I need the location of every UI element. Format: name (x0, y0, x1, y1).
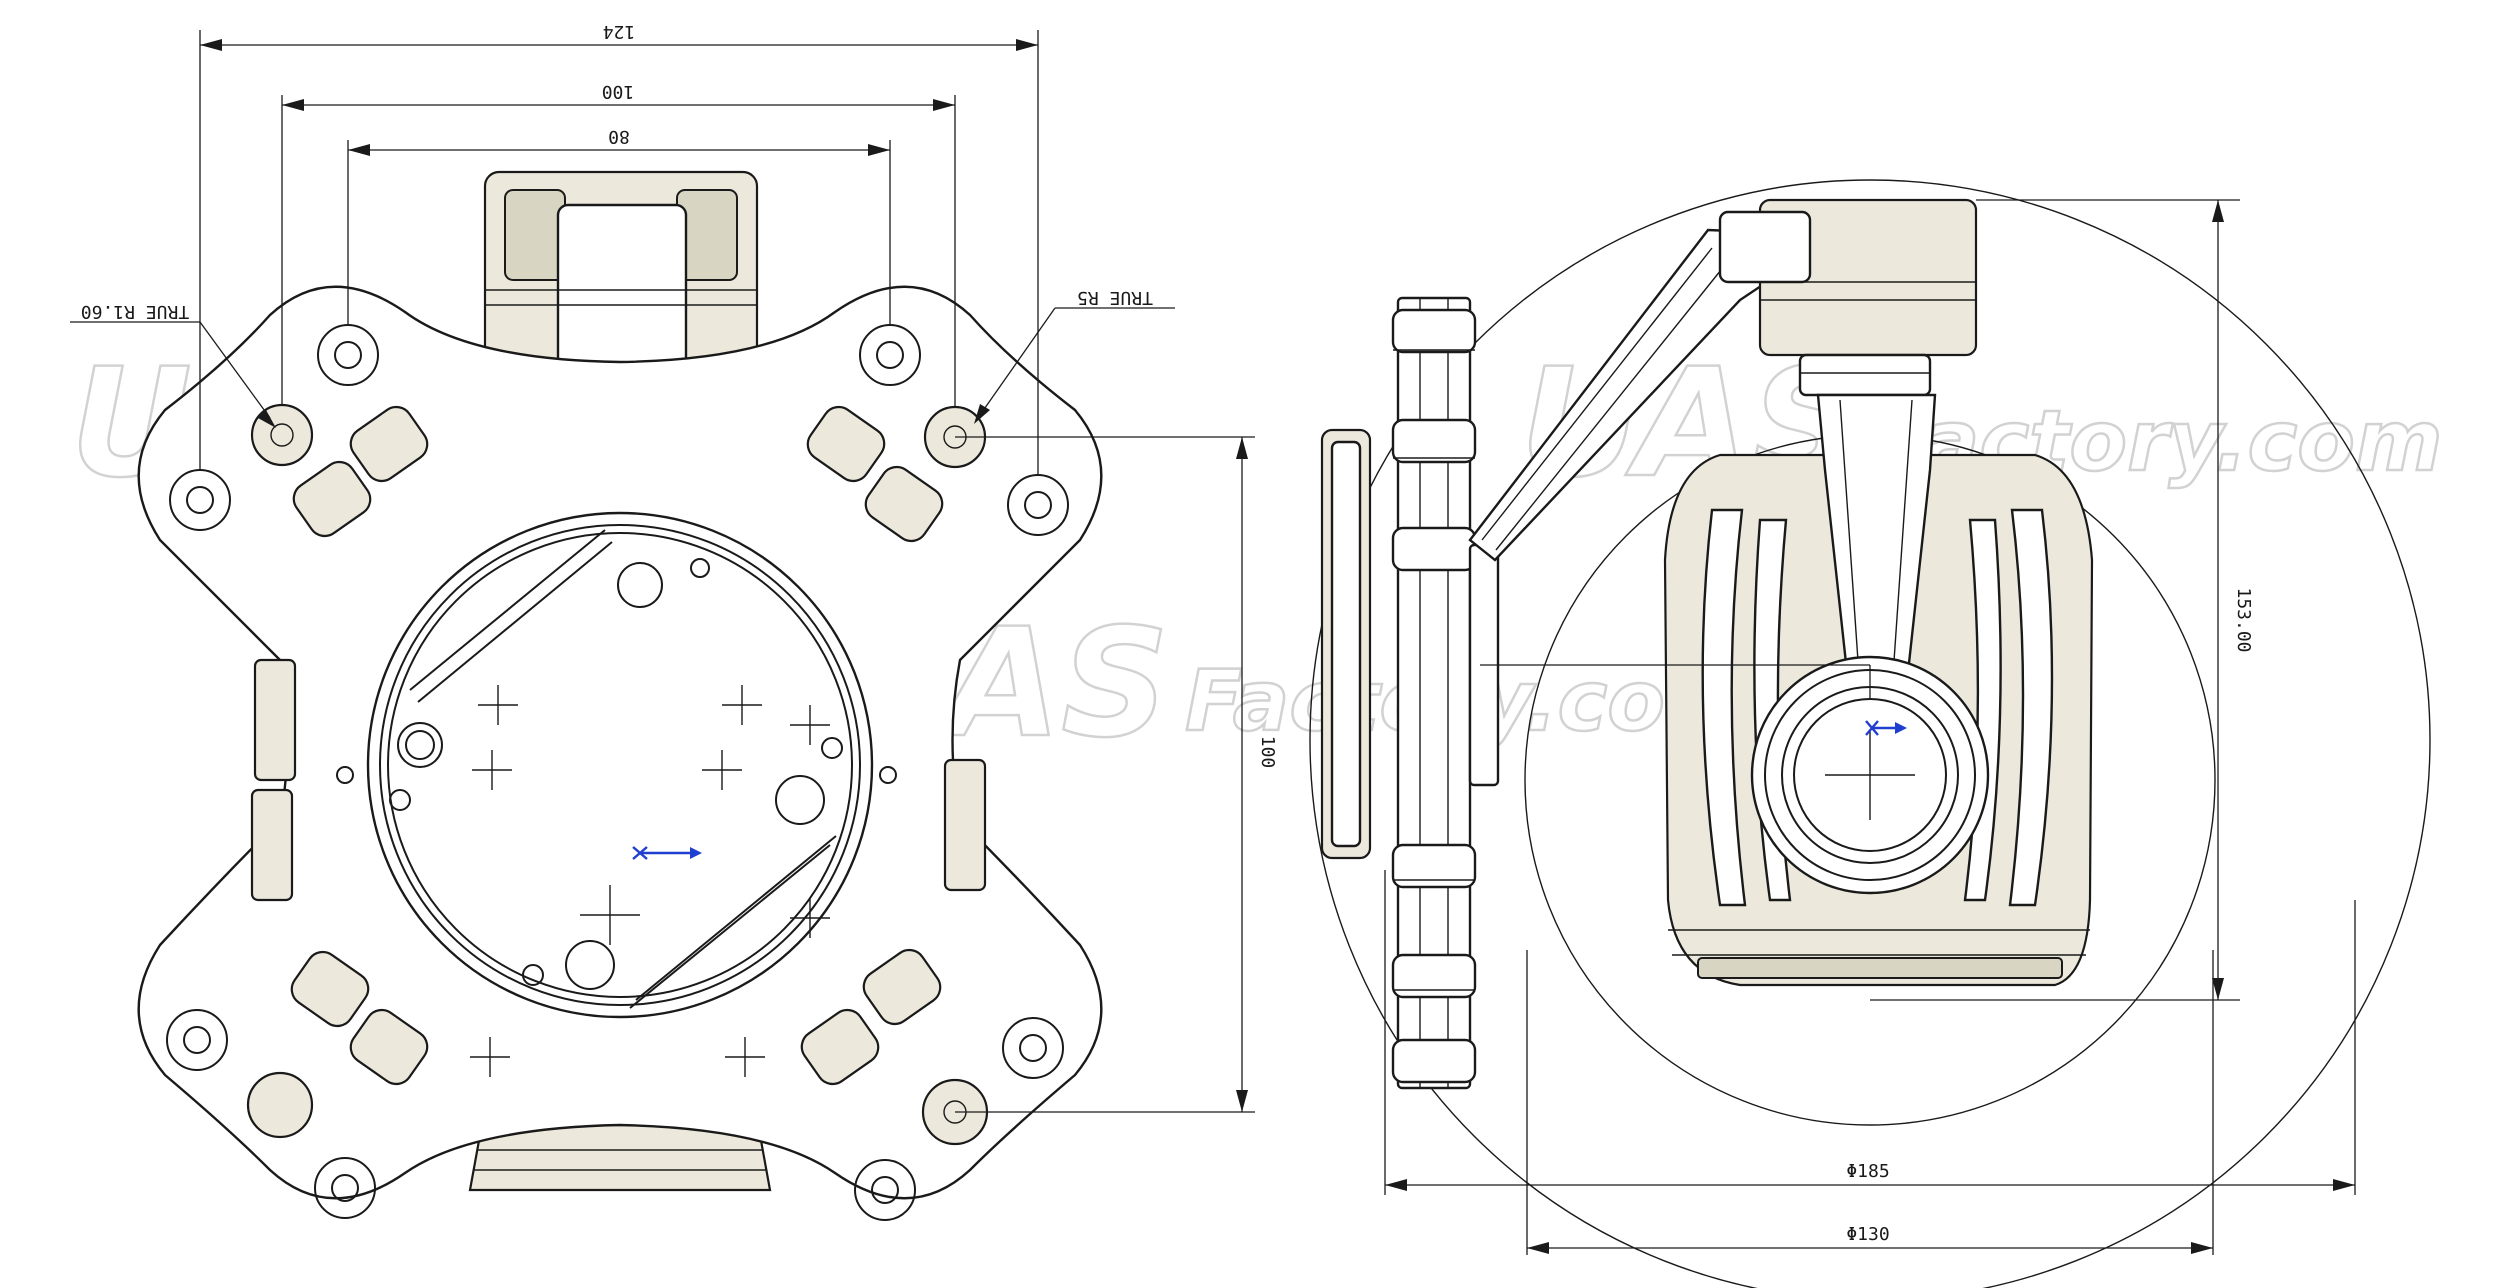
front-axis-marker (632, 846, 702, 860)
top-connector (483, 170, 759, 407)
side-mounting-plate (1320, 296, 1500, 1090)
side-extension-lines (1384, 199, 2356, 1255)
central-ring (336, 511, 897, 1019)
rubber-dampers (290, 405, 944, 1086)
outer-diameter-circle (1309, 179, 2431, 1288)
dim-side-height: 153.00 (2212, 200, 2254, 1000)
svg-text:124: 124 (603, 21, 636, 42)
svg-text:153.00: 153.00 (2233, 587, 2254, 652)
side-axis-marker (1865, 720, 1907, 736)
svg-text:Φ130: Φ130 (1846, 1224, 1889, 1245)
svg-text:80: 80 (608, 126, 630, 147)
front-view: 124 100 80 100 TRUE R1.60 (70, 21, 1278, 1221)
camera-pod (1663, 393, 2094, 987)
front-extension-lines (199, 30, 1255, 1113)
svg-text:TRUE R1.60: TRUE R1.60 (81, 301, 189, 322)
side-view: 153.00 Φ185 Φ130 (1309, 179, 2431, 1288)
svg-text:TRUE R5: TRUE R5 (1077, 287, 1153, 308)
callout-true-r160: TRUE R1.60 (70, 301, 276, 428)
center-marks (470, 685, 830, 1077)
dim-hole-spacing-inner: 80 (348, 126, 890, 156)
dim-inner-diameter: Φ130 (1527, 1224, 2213, 1254)
svg-text:100: 100 (602, 81, 635, 102)
callout-true-r5: TRUE R5 (974, 287, 1175, 424)
dim-outer-diameter: Φ185 (1385, 1161, 2355, 1191)
support-arm (1468, 228, 1772, 562)
dim-overall-width: 124 (200, 21, 1038, 51)
svg-text:100: 100 (1257, 736, 1278, 769)
dim-front-height: 100 (1236, 437, 1278, 1112)
mounting-holes (166, 324, 1069, 1221)
svg-text:Φ185: Φ185 (1846, 1161, 1889, 1182)
dim-hole-spacing-outer: 100 (282, 81, 955, 111)
top-motor-housing (1718, 198, 1978, 397)
